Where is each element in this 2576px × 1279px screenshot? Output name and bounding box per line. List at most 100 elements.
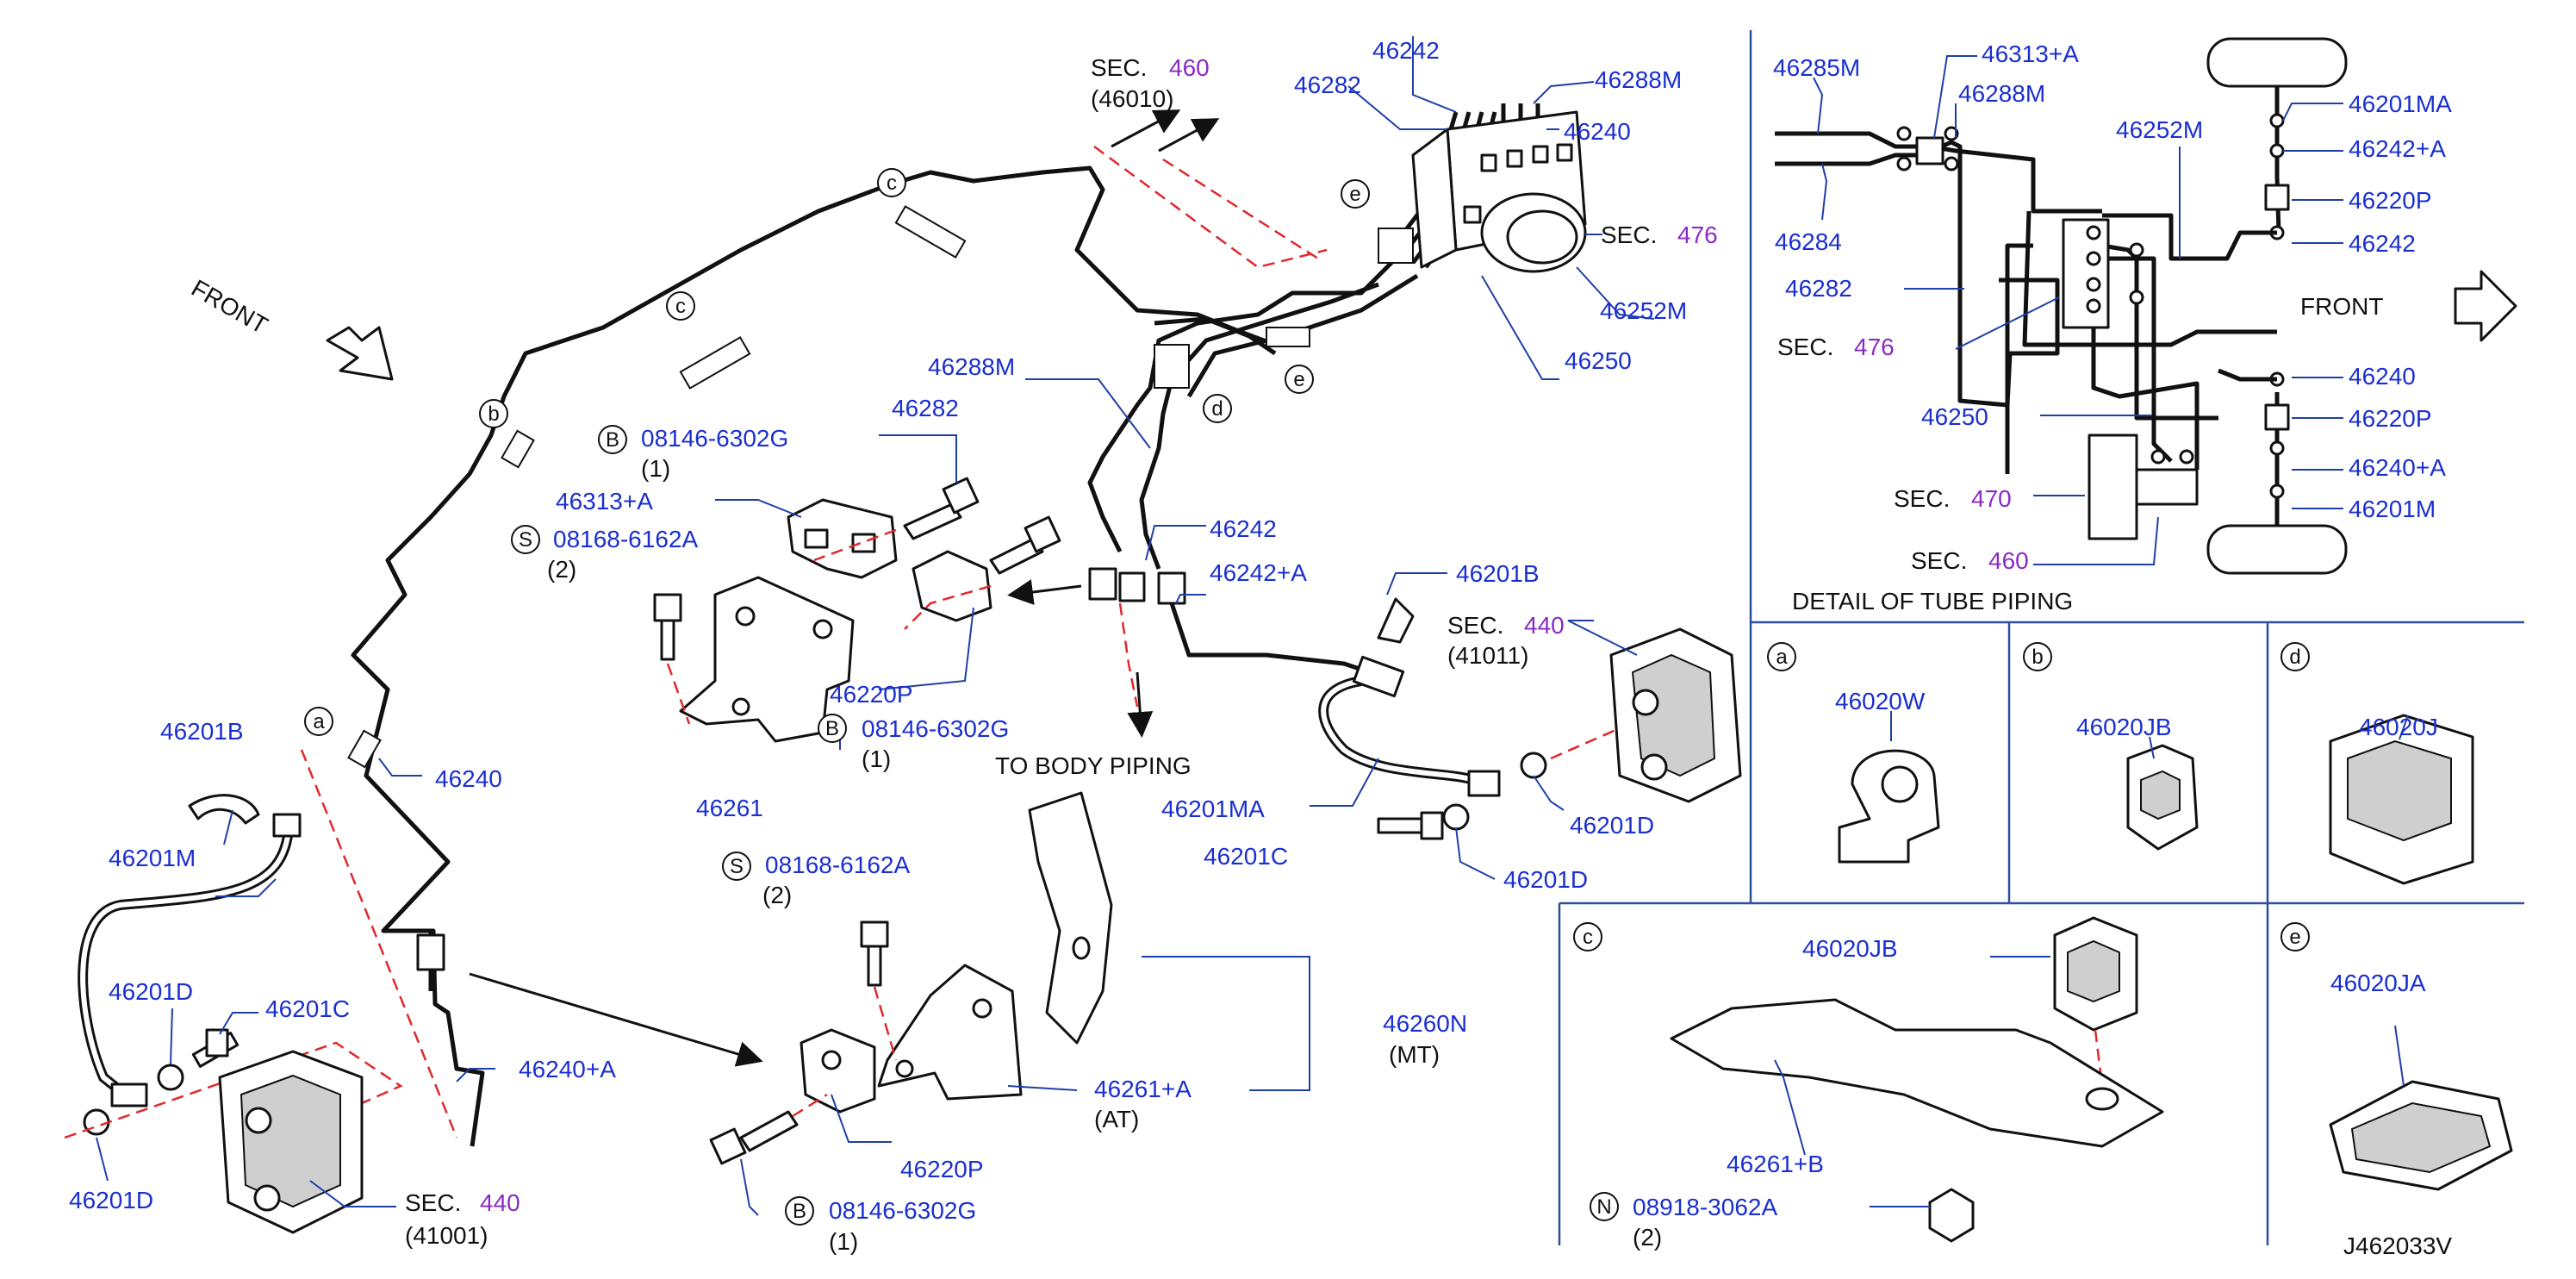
abs-actuator-unit bbox=[1411, 110, 1587, 273]
washer-46201D-l1 bbox=[157, 1064, 184, 1091]
brake-hose-46201M bbox=[78, 813, 302, 1107]
wheel-rear-upper bbox=[2206, 37, 2348, 88]
detail-part-46288M: 46288M bbox=[1958, 80, 2045, 107]
clip-46020JB-c-label: 46020JB bbox=[1802, 935, 1898, 962]
phantom-bolt-b1 bbox=[813, 528, 897, 562]
part-46282-top: 46282 bbox=[1294, 72, 1361, 98]
phantom-bolt-b3 bbox=[792, 1093, 828, 1118]
brake-hose-46201MA bbox=[1318, 655, 1501, 797]
part-46261A: 46261+A bbox=[1094, 1076, 1192, 1102]
part-46201B-left: 46201B bbox=[160, 718, 244, 745]
part-46261: 46261 bbox=[696, 795, 763, 821]
part-46201D-left-1: 46201D bbox=[109, 978, 193, 1005]
arrow-to-body-piping bbox=[1127, 671, 1154, 738]
part-46288M-top: 46288M bbox=[1595, 66, 1682, 93]
callout-c-upper: c bbox=[887, 172, 897, 195]
callout-S-2: S bbox=[730, 855, 744, 878]
clip-46020W-label: 46020W bbox=[1835, 688, 1926, 714]
callout-B-3: B bbox=[793, 1200, 806, 1223]
sec-440-left-sub: (41001) bbox=[405, 1222, 488, 1249]
part-46201D-left-2: 46201D bbox=[69, 1187, 153, 1213]
part-46313A: 46313+A bbox=[556, 488, 653, 515]
brake-caliper-left bbox=[218, 1050, 364, 1234]
callout-S-1: S bbox=[519, 528, 532, 552]
bracket-46260N bbox=[1028, 791, 1113, 1045]
front-arrow-main: FRONT bbox=[187, 274, 394, 381]
phantom-to-body bbox=[1118, 602, 1139, 708]
phantom-line-sec460 bbox=[1093, 145, 1328, 269]
clip-46020JB-b-label: 46020JB bbox=[2076, 714, 2172, 740]
detail-part-46220P-1: 46220P bbox=[2349, 187, 2432, 214]
detail-part-46252M: 46252M bbox=[2116, 116, 2203, 143]
callout-e-top: e bbox=[1349, 183, 1360, 206]
clip-46220P-low bbox=[800, 1028, 876, 1114]
part-46261B: 46261+B bbox=[1727, 1151, 1824, 1177]
washer-46201D-r2 bbox=[1442, 803, 1470, 831]
callout-circles: e e d c c b a B S B S B a b d c e N bbox=[304, 168, 2310, 1226]
callout-N: N bbox=[1596, 1195, 1611, 1219]
bolt-08146-low bbox=[709, 1110, 799, 1165]
bolt-08146-mid bbox=[989, 515, 1061, 575]
part-46201D-right-2: 46201D bbox=[1503, 866, 1588, 893]
sec-460-number: 460 bbox=[1169, 54, 1210, 81]
detail-master-cylinder bbox=[2088, 434, 2138, 540]
washer-46201D-r1 bbox=[1520, 752, 1547, 779]
part-46250: 46250 bbox=[1565, 347, 1632, 374]
bolt-08146-qty-1: (1) bbox=[641, 455, 670, 482]
clip-46201B-left bbox=[188, 794, 260, 825]
part-46201MA: 46201MA bbox=[1161, 795, 1265, 822]
tube-tape-clips bbox=[347, 205, 1414, 769]
detail-part-46313A: 46313+A bbox=[1982, 41, 2079, 67]
part-46261A-sub: (AT) bbox=[1094, 1106, 1139, 1132]
part-46282-mid: 46282 bbox=[892, 395, 959, 421]
bolt-08146-label-1: 08146-6302G bbox=[641, 425, 788, 452]
phantom-line-sec460-2 bbox=[1162, 158, 1319, 260]
callout-B-2: B bbox=[825, 717, 839, 740]
bolt-08146-qty-2: (1) bbox=[862, 746, 891, 772]
bolt-08146-label-2: 08146-6302G bbox=[862, 715, 1009, 742]
clip-46020JB-b bbox=[2126, 744, 2199, 851]
detail-part-46240: 46240 bbox=[2349, 363, 2416, 390]
detail-part-46282: 46282 bbox=[1785, 275, 1852, 302]
part-46201D-right-1: 46201D bbox=[1570, 812, 1654, 839]
sec-440-right-number: 440 bbox=[1524, 612, 1565, 639]
phantom-bolt-s1 bbox=[666, 663, 691, 725]
arrow-to-bracket bbox=[469, 972, 763, 1067]
part-46260N-sub: (MT) bbox=[1389, 1041, 1440, 1068]
detail-part-46285M: 46285M bbox=[1773, 54, 1860, 81]
detail-part-46284: 46284 bbox=[1775, 228, 1842, 255]
panel-callout-e: e bbox=[2289, 926, 2300, 949]
diagram-id: J462033V bbox=[2343, 1232, 2452, 1259]
sec-440-right-sub: (41011) bbox=[1447, 642, 1528, 669]
nut-08918 bbox=[1928, 1188, 1975, 1243]
clip-46020W bbox=[1838, 749, 1940, 864]
part-46240A-left: 46240+A bbox=[519, 1056, 616, 1082]
detail-tube-piping bbox=[1775, 37, 2517, 575]
detail-abs-block bbox=[2062, 218, 2110, 329]
bolt-08168-upper bbox=[653, 593, 682, 661]
clip-46020J bbox=[2329, 714, 2474, 885]
callout-b: b bbox=[488, 402, 499, 426]
sec-440-right-label: SEC. bbox=[1447, 612, 1503, 639]
sec-476-number: 476 bbox=[1677, 221, 1718, 248]
bolt-08168-qty-2: (2) bbox=[762, 882, 792, 908]
clip-46020J-label: 46020J bbox=[2359, 714, 2438, 740]
callout-B-1: B bbox=[606, 428, 619, 452]
detail-sec-460-number: 460 bbox=[1988, 547, 2029, 574]
callout-c-lower: c bbox=[675, 295, 686, 318]
bolt-46201C-right bbox=[1377, 811, 1444, 840]
phantom-bolt-b2 bbox=[904, 584, 992, 630]
panel-callout-c: c bbox=[1583, 926, 1593, 949]
phantom-caliper-r bbox=[1550, 727, 1621, 760]
part-46288M-mid: 46288M bbox=[928, 353, 1015, 380]
bolt-08168-label-2: 08168-6162A bbox=[765, 852, 910, 878]
part-46220P-low: 46220P bbox=[900, 1156, 984, 1182]
part-46242-mid: 46242 bbox=[1210, 515, 1277, 542]
to-body-piping-label: TO BODY PIPING bbox=[995, 752, 1192, 779]
brake-caliper-right bbox=[1609, 627, 1742, 803]
panel-callout-b: b bbox=[2032, 646, 2043, 669]
detail-sec-470-number: 470 bbox=[1971, 485, 2012, 512]
bracket-46261 bbox=[679, 576, 855, 743]
part-46242A-mid: 46242+A bbox=[1210, 559, 1307, 586]
clip-46220P-mid bbox=[912, 550, 992, 622]
